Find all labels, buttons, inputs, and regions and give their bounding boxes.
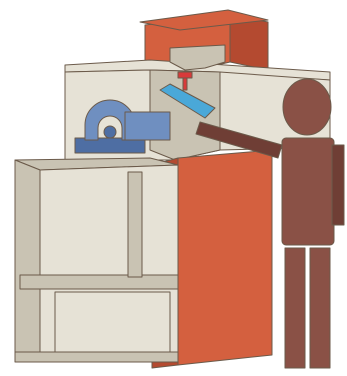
operator-head — [283, 79, 331, 135]
clamp-side-block — [125, 112, 170, 140]
lower-column-face — [178, 150, 272, 365]
operator-right-arm — [332, 145, 344, 225]
base-frame-foot — [15, 352, 178, 362]
base-frame — [15, 158, 178, 362]
operator-torso — [282, 138, 334, 245]
base-frame-shelf — [20, 275, 178, 289]
operator-leg-right — [310, 248, 330, 368]
base-frame-inner-post — [128, 172, 142, 277]
clamp-center — [104, 126, 116, 138]
operator-leg-left — [285, 248, 305, 368]
spindle-tool-red — [178, 72, 192, 78]
spindle-tool-shaft — [183, 78, 187, 90]
base-frame-left-post — [15, 160, 40, 362]
base-frame-lower-box — [55, 292, 170, 352]
